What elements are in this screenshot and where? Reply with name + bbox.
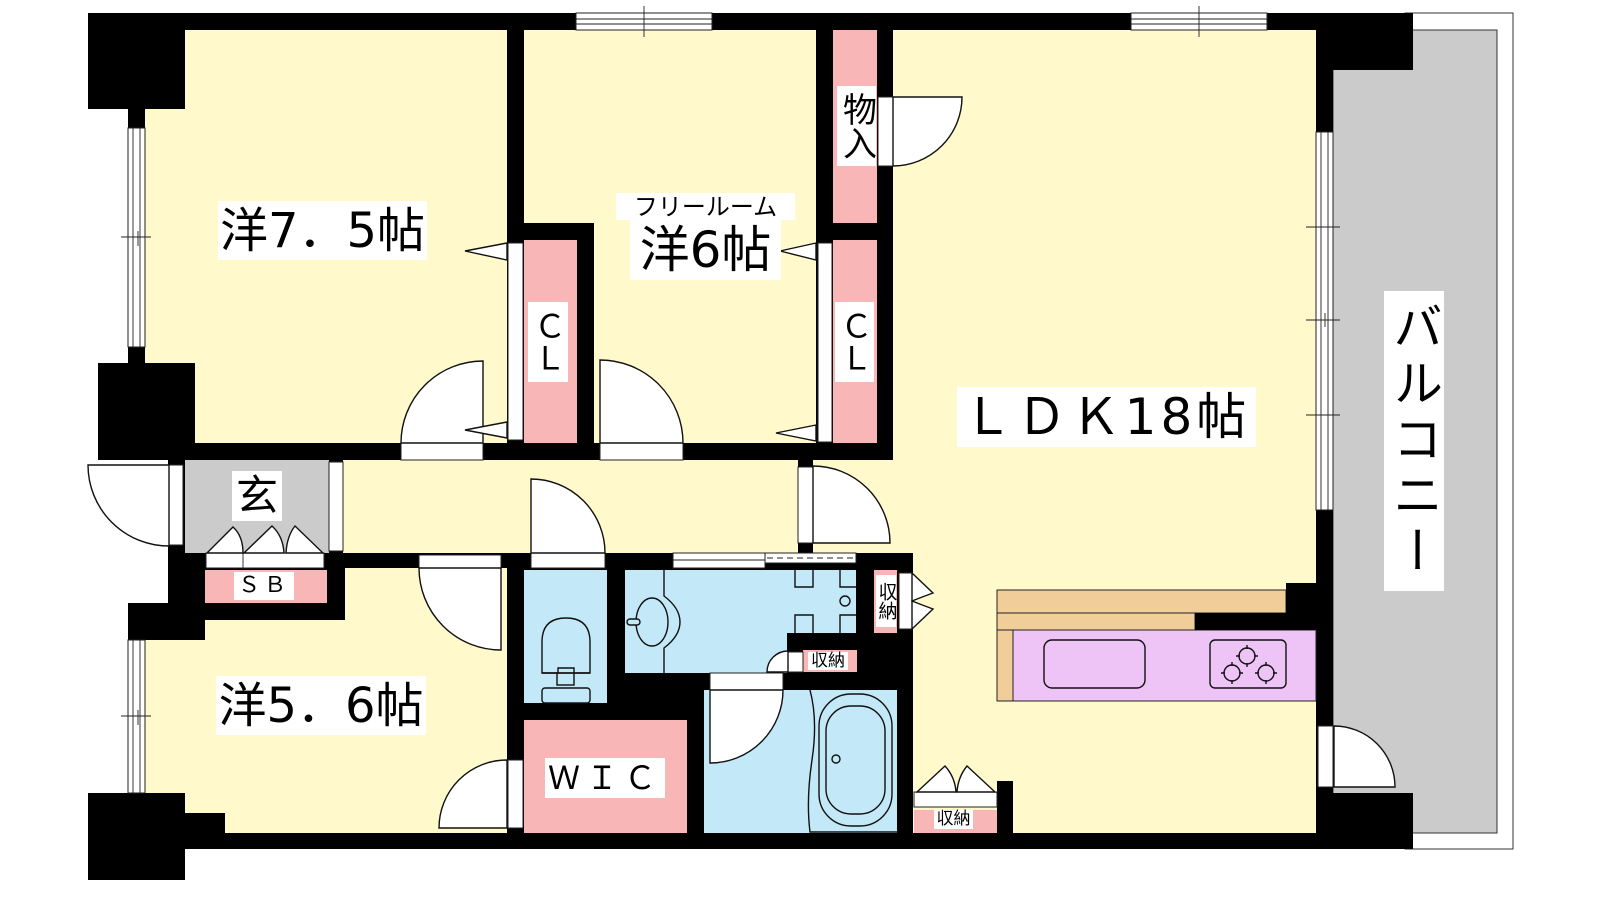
- washroom-storage-small-label: 収納: [808, 652, 848, 670]
- balcony-door-swing: [1333, 725, 1396, 788]
- entrance-label: 玄: [232, 471, 282, 521]
- balcony: [1332, 12, 1514, 850]
- closet-a-sliding-door: [464, 242, 524, 441]
- door-frames: [168, 96, 1334, 829]
- bathroom-door-swing: [709, 689, 784, 764]
- window-ldk-balcony: [1306, 131, 1340, 511]
- storage-room-label: 物入: [837, 86, 877, 166]
- closet-b-sliding-door: [775, 242, 833, 443]
- stove-icon: [1209, 639, 1287, 689]
- entrance-door-swing: [87, 464, 170, 547]
- ldk-door-swing: [812, 465, 891, 544]
- window-ldk-top: [1130, 6, 1268, 37]
- window-western-5-6: [121, 639, 151, 794]
- wic-door-swing: [438, 759, 508, 829]
- shoe-box-label: ＳＢ: [234, 572, 294, 600]
- balcony-label: バルコニー: [1384, 291, 1444, 591]
- western-room-7-5-label: 洋7．5帖: [218, 201, 427, 260]
- ldk-storage-folding-doors: [913, 764, 998, 808]
- small-storage-door-swing: [766, 650, 789, 673]
- kitchen-side-counter: [996, 629, 1014, 702]
- bathtub-icon: [807, 689, 897, 833]
- ldk-storage-label: 収納: [934, 810, 973, 829]
- washing-machine-pan-icon: [794, 570, 856, 633]
- toilet-icon: [541, 617, 591, 704]
- washroom-storage-vertical-label: 収納: [876, 575, 898, 627]
- burner-icons: [1221, 645, 1277, 684]
- free-room-caption: フリールーム: [616, 193, 795, 220]
- kitchen-back-counter: [996, 589, 1287, 614]
- washroom: [625, 570, 856, 673]
- toilet-door-swing: [530, 478, 606, 554]
- toilet-room: [524, 570, 607, 703]
- closet-b-label: ＣＬ: [835, 302, 874, 382]
- free-room-door-swing: [599, 359, 684, 444]
- kitchen: [996, 583, 1317, 702]
- ldk-label: ＬＤＫ18帖: [957, 387, 1256, 447]
- free-room-label: 洋6帖: [630, 220, 781, 280]
- kitchen-back-counter-lower: [996, 612, 1196, 631]
- washroom-sliding-door: [672, 552, 857, 569]
- western-room-5-6-label: 洋5．6帖: [216, 676, 426, 735]
- window-western-7-5: [121, 127, 151, 348]
- washroom-storage-folding-doors: [898, 571, 935, 631]
- walk-in-closet-label: ＷＩＣ: [545, 758, 665, 798]
- vanity-sink-icon: [626, 570, 681, 673]
- western-7-5-door-swing: [400, 360, 484, 444]
- storage-room-door-swing: [892, 96, 963, 167]
- western-5-6-door-swing: [418, 567, 502, 651]
- kitchen-wall-strip: [1195, 613, 1316, 630]
- closet-a-label: ＣＬ: [528, 302, 568, 382]
- shoe-box-folding-doors: [205, 524, 325, 569]
- ldk-pillar: [997, 781, 1013, 833]
- window-free-room-top: [575, 6, 713, 37]
- kitchen-sink-icon: [1043, 639, 1146, 689]
